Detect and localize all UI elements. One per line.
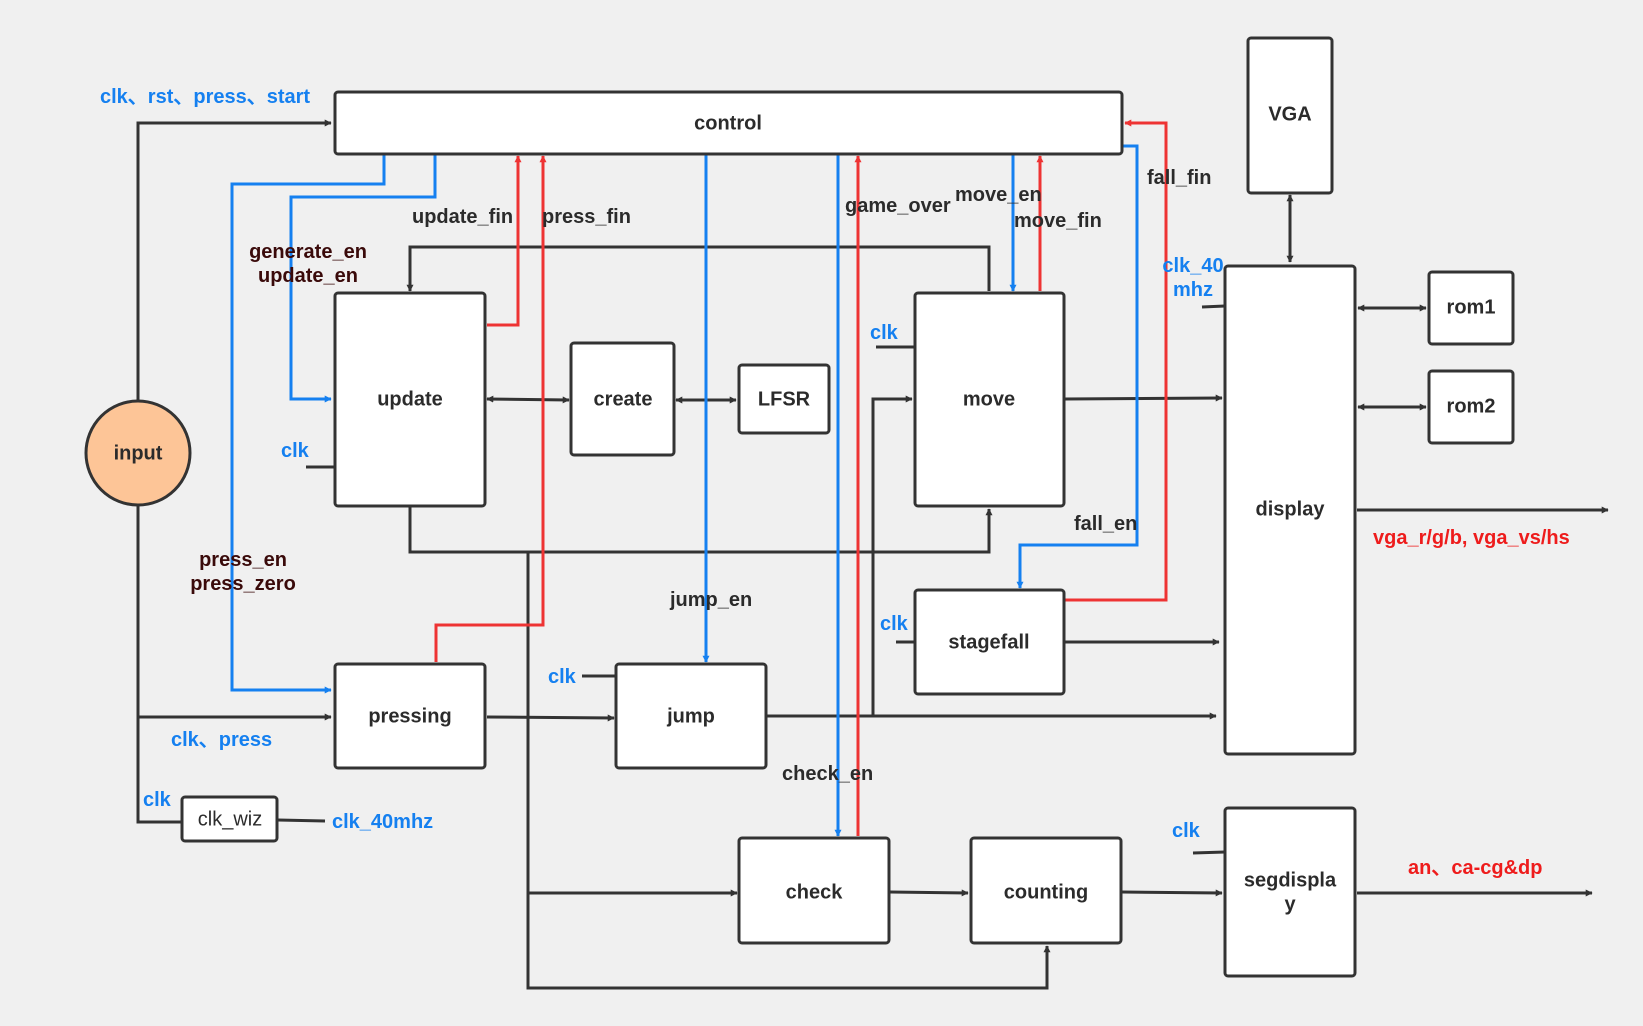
label-clk-update: clk — [281, 440, 310, 462]
label-update-fin: update_fin — [412, 206, 513, 228]
label-clk-wiz-in: clk — [143, 789, 172, 811]
label-game-over: game_over — [845, 195, 951, 217]
pressing-label: pressing — [368, 705, 451, 727]
label-jump-en: jump_en — [669, 589, 752, 611]
segdisplay-label-line2: y — [1284, 893, 1296, 915]
label-seg-out: an、ca-cg&dp — [1408, 857, 1542, 879]
check-block: check — [737, 836, 891, 945]
wire-update-to-move — [408, 506, 993, 554]
label-clk-jump: clk — [548, 666, 577, 688]
lfsr-block: LFSR — [737, 363, 831, 435]
wire-press-fin — [434, 155, 547, 662]
label-check-en: check_en — [782, 763, 873, 785]
lfsr-label: LFSR — [758, 388, 811, 410]
wire-move-to-update — [406, 245, 991, 292]
label-clk-40mhz: clk_40mhz — [332, 811, 433, 833]
wire-input-down — [136, 506, 182, 824]
wire-fall-fin — [1065, 119, 1168, 602]
wire-input-up — [136, 119, 332, 400]
segdisplay-block: segdispla y — [1223, 806, 1357, 978]
check-label: check — [786, 881, 844, 903]
move-label: move — [963, 388, 1015, 410]
wire-pressing-jump — [486, 714, 615, 722]
clk-wiz-block: clk_wiz — [180, 795, 279, 843]
wire-check-counting — [889, 889, 969, 897]
label-control-inputs: clk、rst、press、start — [100, 86, 310, 108]
pressing-block: pressing — [333, 662, 487, 770]
label-move-fin: move_fin — [1014, 210, 1102, 232]
rom1-block: rom1 — [1427, 270, 1515, 346]
wire-branch-down — [526, 552, 1051, 990]
clk-stub-seg — [1192, 850, 1226, 855]
label-clk-press: clk、press — [171, 729, 272, 751]
stagefall-label: stagefall — [948, 631, 1029, 653]
move-block: move — [913, 291, 1066, 508]
jump-block: jump — [614, 662, 768, 770]
label-clk-move: clk — [870, 322, 899, 344]
rom2-block: rom2 — [1427, 369, 1515, 445]
control-block: control — [333, 90, 1124, 156]
label-press-en: press_en — [199, 549, 287, 571]
wire-press-en — [230, 155, 386, 694]
create-block: create — [569, 341, 676, 457]
rom1-label: rom1 — [1447, 296, 1496, 318]
clk-stub-display — [1201, 304, 1226, 309]
wire-fall-en — [1016, 144, 1139, 589]
black-wires — [136, 119, 1609, 990]
label-clk-seg: clk — [1172, 820, 1201, 842]
clk-wiz-out — [277, 818, 326, 823]
stagefall-block: stagefall — [913, 588, 1066, 696]
wire-counting-seg — [1121, 889, 1223, 897]
wire-jump-move — [871, 395, 913, 716]
clk-wiz-label: clk_wiz — [198, 808, 262, 830]
update-block: update — [333, 291, 487, 508]
display-block: display — [1223, 264, 1357, 756]
wire-generate-update-en — [289, 155, 437, 403]
wire-move-display — [1064, 394, 1223, 402]
counting-label: counting — [1004, 881, 1088, 903]
display-label: display — [1256, 498, 1326, 520]
segdisplay-label-line1: segdispla — [1244, 869, 1337, 891]
create-label: create — [594, 388, 653, 410]
wire-update-create — [486, 395, 570, 404]
enable-wires — [230, 144, 1139, 837]
counting-block: counting — [969, 836, 1123, 945]
control-label: control — [694, 112, 762, 134]
vga-label: VGA — [1268, 103, 1311, 125]
signal-labels: clk、rst、press、start update_fin press_fin… — [100, 86, 1570, 879]
label-fall-en: fall_en — [1074, 513, 1137, 535]
finish-wires — [434, 119, 1168, 836]
vga-block: VGA — [1246, 36, 1334, 195]
label-press-zero: press_zero — [190, 573, 296, 595]
label-clk40-display-2: mhz — [1173, 279, 1213, 301]
label-fall-fin: fall_fin — [1147, 167, 1211, 189]
label-clk-stagefall: clk — [880, 613, 909, 635]
update-label: update — [377, 388, 443, 410]
input-label: input — [114, 442, 163, 464]
label-move-en: move_en — [955, 184, 1042, 206]
label-vga-out: vga_r/g/b, vga_vs/hs — [1373, 527, 1570, 549]
label-generate-en: generate_en — [249, 241, 367, 263]
jump-label: jump — [666, 705, 715, 727]
label-press-fin: press_fin — [542, 206, 631, 228]
rom2-label: rom2 — [1447, 395, 1496, 417]
label-clk40-display-1: clk_40 — [1162, 255, 1223, 277]
input-node: input — [84, 399, 192, 507]
label-update-en: update_en — [258, 265, 358, 287]
wire-update-fin — [487, 155, 522, 327]
